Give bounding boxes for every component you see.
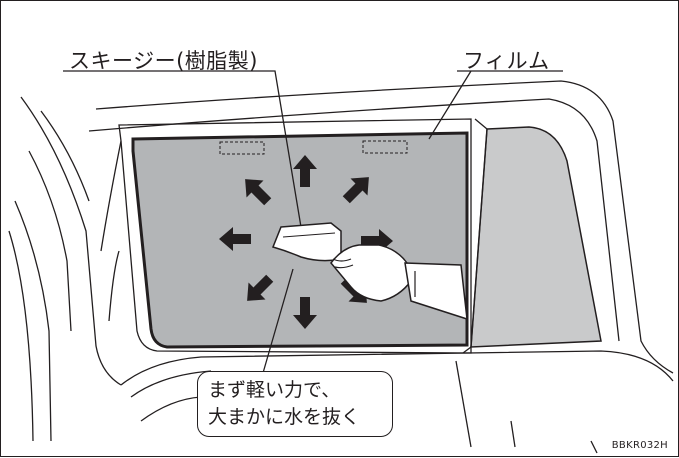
sleeve bbox=[404, 262, 468, 321]
squeegee-label: スキージー(樹脂製) bbox=[69, 49, 258, 73]
door-pillar bbox=[462, 118, 488, 354]
film-leader-line bbox=[428, 70, 563, 140]
clip-mark-left bbox=[219, 141, 265, 155]
quarter-glass bbox=[470, 126, 602, 348]
instruction-callout: まず軽い力で、 大まかに水を抜く bbox=[197, 371, 393, 437]
clip-mark-right bbox=[362, 140, 408, 154]
instruction-line-2: 大まかに水を抜く bbox=[208, 406, 361, 428]
instruction-line-1: まず軽い力で、 bbox=[208, 379, 341, 401]
film-label: フィルム bbox=[463, 49, 551, 73]
car-body-lines bbox=[8, 80, 674, 454]
window-frame-outer bbox=[118, 118, 472, 354]
squeegee-leader-line bbox=[63, 70, 302, 228]
figure-code: BBKR032H bbox=[611, 440, 668, 451]
callout-leader-line bbox=[262, 268, 294, 374]
